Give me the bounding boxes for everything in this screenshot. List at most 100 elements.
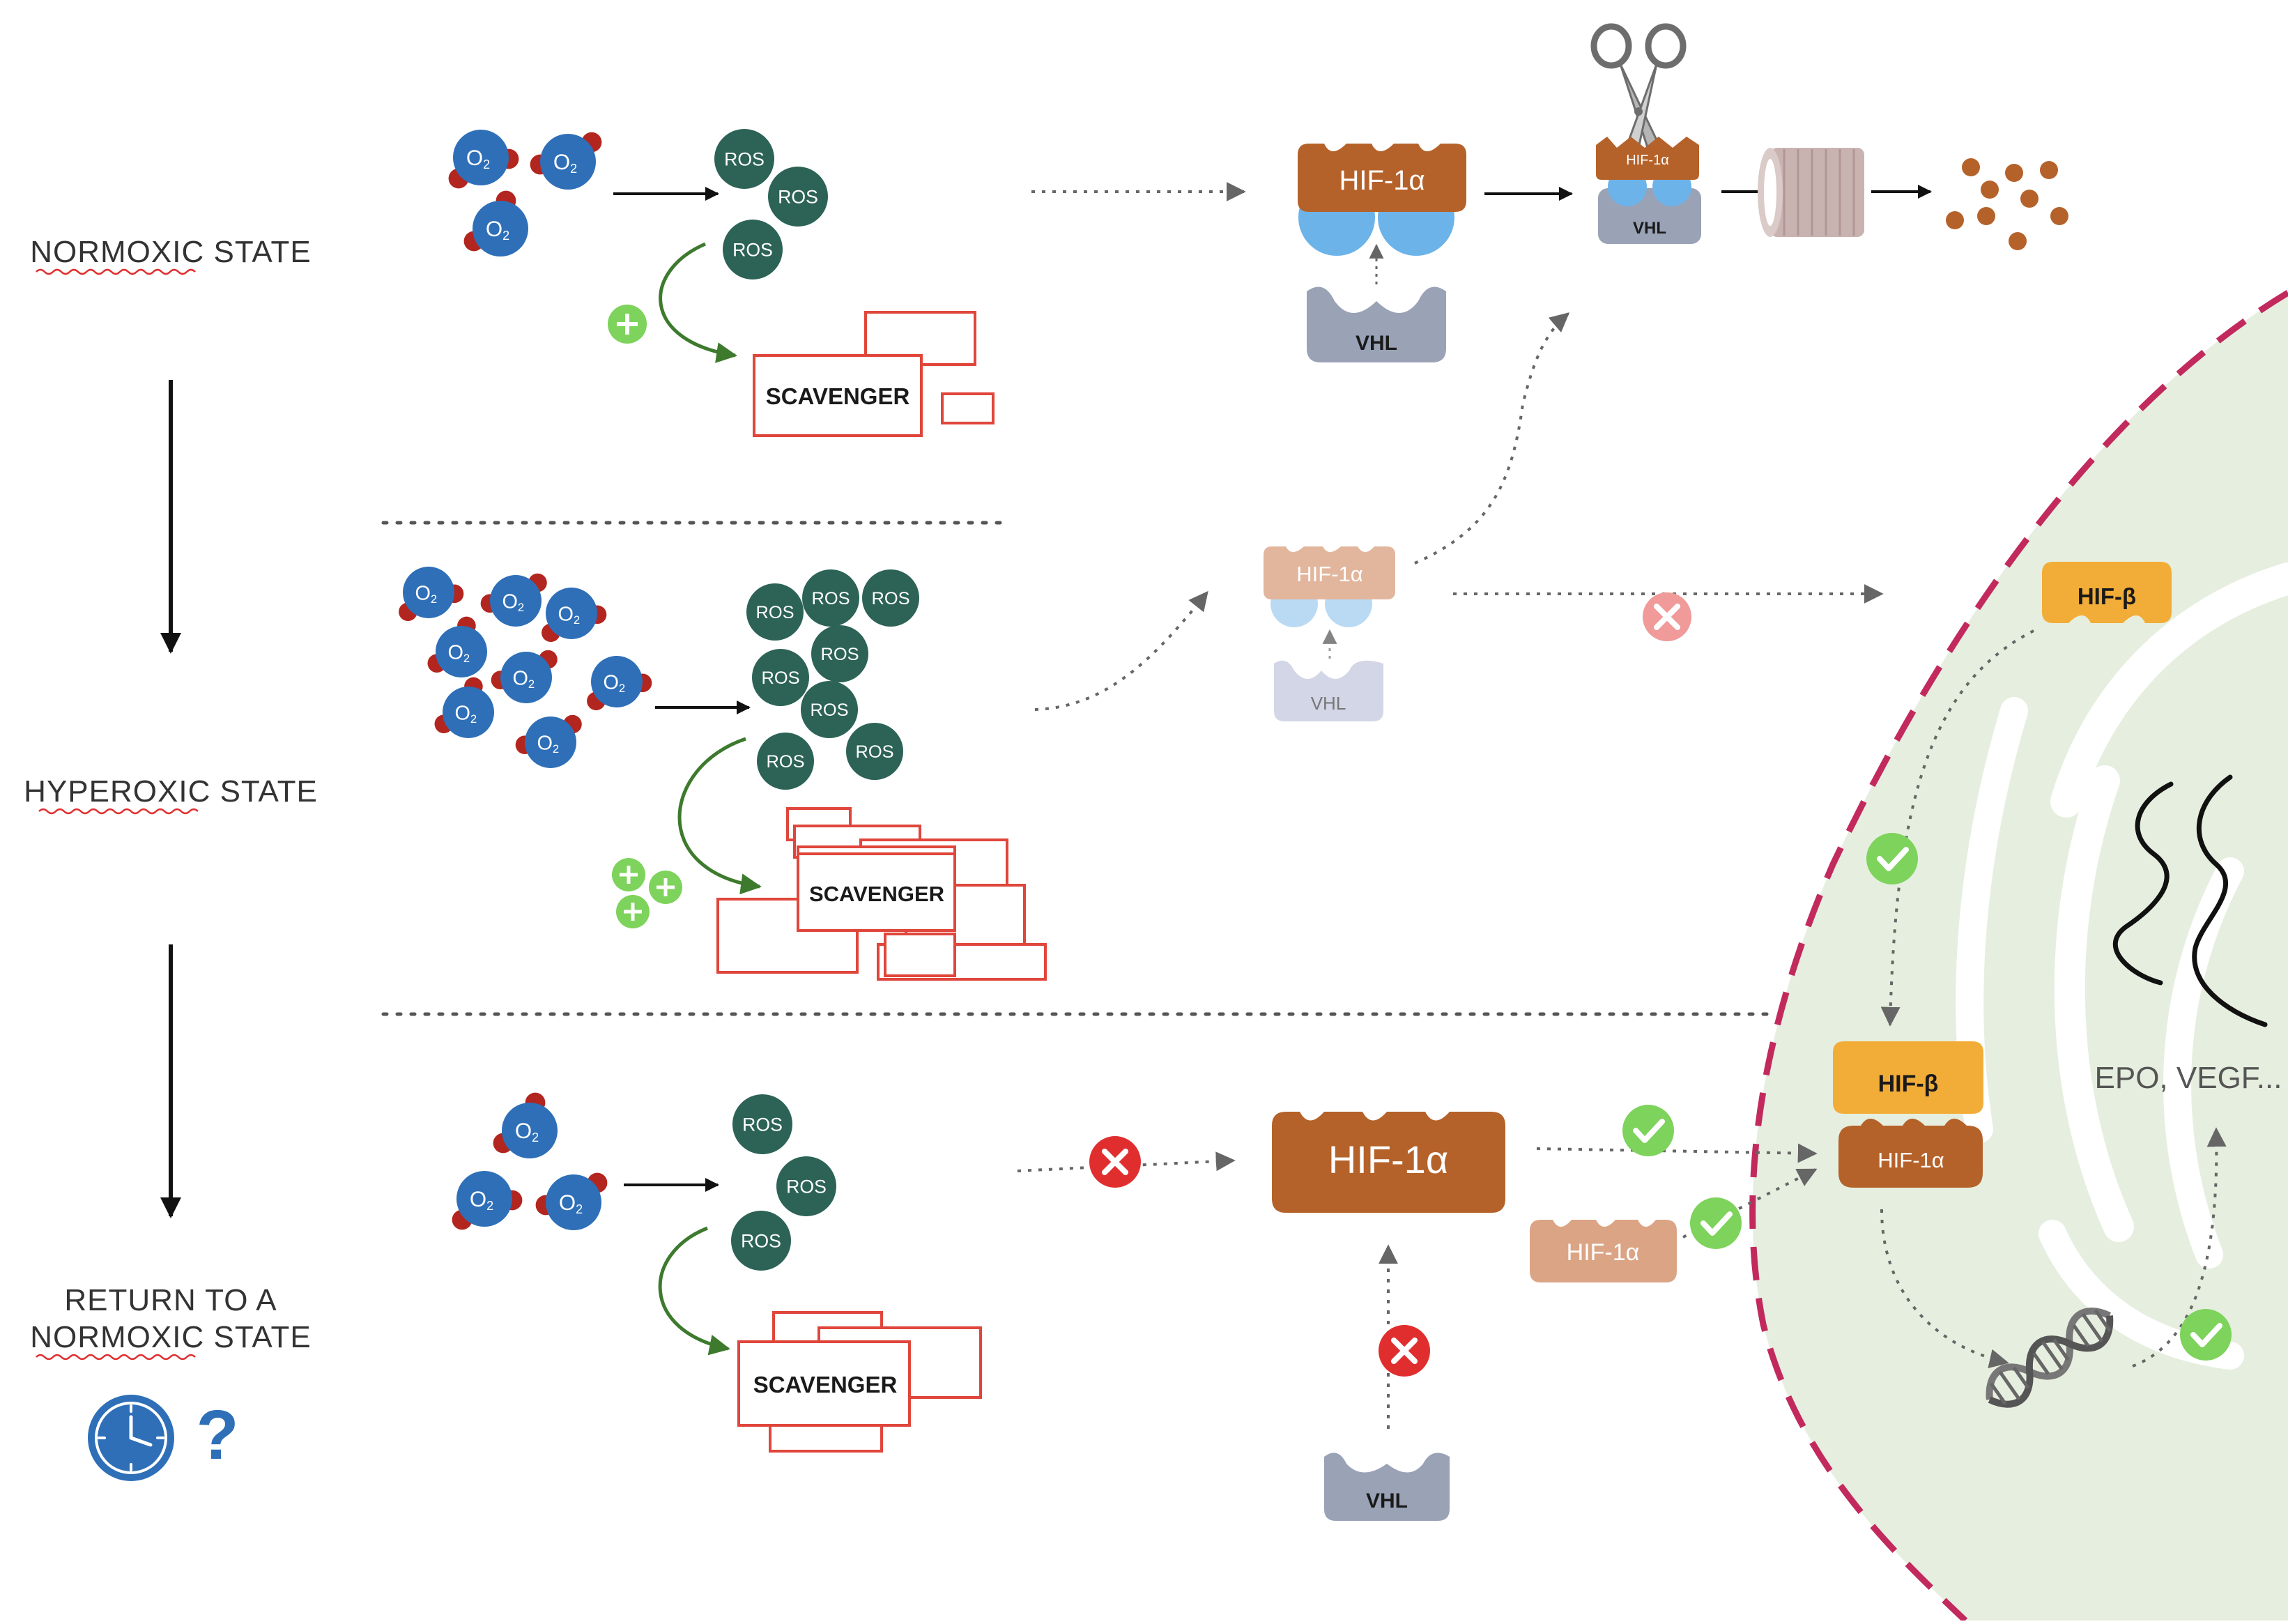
scavenger-return (737, 1311, 982, 1453)
ros-molecule: ROS (802, 569, 859, 627)
ros-label: ROS (871, 589, 909, 608)
return-label-line1: RETURN TO A (64, 1283, 277, 1317)
cell-body (1752, 293, 2288, 1621)
dimer-hifb-label: HIF-β (1878, 1071, 1939, 1097)
scavenger-label: SCAVENGER (766, 383, 910, 409)
vhl-small-label: VHL (1633, 219, 1666, 238)
ros-molecule: ROS (714, 129, 774, 189)
target-genes-label: EPO, VEGF... (2095, 1061, 2282, 1095)
check-icon-hif-light (1690, 1197, 1742, 1249)
vhl-faded-label: VHL (1311, 693, 1346, 714)
mrna-squiggles (2112, 774, 2268, 1027)
hif1a-stabilized: HIF-1α (1272, 1112, 1505, 1213)
ros-molecule: ROS (732, 1094, 792, 1154)
clock-icon (88, 1395, 174, 1481)
ros-label: ROS (855, 742, 893, 762)
hif1a-light-label: HIF-1α (1567, 1239, 1640, 1266)
hyperoxic-spellcheck-underline (38, 808, 199, 815)
ros-label: ROS (778, 186, 818, 207)
ros-molecule: ROS (731, 1211, 791, 1271)
normoxic-spellcheck-underline (36, 268, 196, 275)
ubiquitinated-complex: VHL HIF-1α (1596, 137, 1701, 244)
hif-to-dimer-arrow-2 (1682, 1168, 1818, 1239)
hif1a-light-protein: HIF-1α (1530, 1220, 1677, 1282)
ros-molecule: ROS (768, 167, 828, 227)
ros-group-return: ROS ROS ROS (731, 1094, 836, 1271)
o2-molecule: O2 (480, 573, 547, 627)
ros-label: ROS (786, 1176, 827, 1197)
o2-molecule: O2 (515, 714, 582, 768)
dimer-hif1a-label: HIF-1α (1878, 1148, 1944, 1172)
vhl-free: VHL (1324, 1453, 1450, 1521)
o2-molecule: O2 (399, 567, 464, 622)
return-spellcheck-underline (36, 1354, 196, 1361)
o2-molecule: O2 (542, 588, 607, 643)
o2-molecule: O2 (452, 1171, 523, 1230)
ros-molecule: ROS (846, 723, 903, 780)
hif-dimer: HIF-β HIF-1α (1833, 1041, 1983, 1188)
vhl-label: VHL (1356, 332, 1397, 355)
dna-to-genes-dotted-arrow (2132, 1127, 2227, 1368)
o2-label: O2 (470, 1187, 493, 1213)
check-icon-hifb (1866, 833, 1918, 884)
scavenging-arrow-2 (677, 737, 762, 895)
hif-vhl-complex-hyperoxic: HIF-1α VHL (1264, 546, 1395, 721)
vhl-free-label: VHL (1366, 1489, 1408, 1512)
hif1a-small-label: HIF-1α (1626, 153, 1669, 168)
ros-label: ROS (732, 239, 773, 260)
o2-molecule: O2 (448, 130, 519, 189)
dimer-to-dna-dotted-arrow (1880, 1209, 2009, 1369)
ros-label: ROS (820, 645, 859, 664)
o2-molecule: O2 (587, 656, 652, 711)
plus-icon (608, 305, 647, 344)
ros-molecule: ROS (746, 583, 804, 641)
ros-molecule: ROS (801, 681, 858, 738)
scavenger-normoxic: SCAVENGER (753, 311, 995, 437)
o2-molecule: O2 (493, 1092, 558, 1158)
ros-label: ROS (811, 589, 850, 608)
question-mark: ? (196, 1396, 238, 1474)
o2-molecule: O2 (530, 132, 602, 190)
scavenger-label-3: SCAVENGER (753, 1372, 898, 1397)
ros-label: ROS (761, 668, 799, 688)
hif-beta-protein: HIF-β (2042, 562, 2172, 623)
o2-molecule: O2 (491, 650, 558, 703)
degraded-fragments (1946, 158, 2068, 250)
o2-molecule: O2 (463, 190, 528, 256)
ros-group-normoxic: ROS ROS ROS (714, 129, 828, 279)
ros-molecule: ROS (723, 220, 783, 279)
normoxic-label: NORMOXIC STATE (30, 235, 312, 269)
ros-molecule: ROS (757, 733, 814, 790)
hif-vhl-complex-normoxic: HIF-1α VHL (1298, 144, 1466, 362)
ros-molecule: ROS (811, 625, 868, 682)
o2-molecule: O2 (434, 677, 494, 738)
cross-icon-vhl (1379, 1325, 1430, 1377)
ros-to-hif-blocked-arrow (1017, 1151, 1236, 1172)
cell-membrane (1749, 290, 2288, 1623)
scavenger-label-2: SCAVENGER (809, 882, 944, 906)
ros-molecule: ROS (752, 649, 809, 706)
ros-label: ROS (741, 1230, 781, 1251)
o2-molecule: O2 (535, 1172, 608, 1230)
hyperoxic-label: HYPEROXIC STATE (24, 774, 318, 809)
hif-beta-label: HIF-β (2078, 583, 2136, 609)
return-label-line2: NORMOXIC STATE (30, 1320, 312, 1354)
ros-label: ROS (724, 148, 765, 169)
scavenging-arrow-3 (658, 1226, 730, 1356)
ros-label: ROS (755, 603, 794, 622)
ros-label: ROS (742, 1114, 783, 1135)
cross-icon-ros (1089, 1136, 1141, 1188)
scavenger-hyperoxic (716, 807, 1047, 981)
plus-icon-triple (612, 858, 682, 928)
proteasome-icon (1758, 148, 1864, 237)
ros-label: ROS (766, 752, 804, 772)
ros-molecule: ROS (862, 569, 919, 627)
hif1a-label: HIF-1α (1339, 165, 1425, 196)
hif1a-large-label: HIF-1α (1328, 1137, 1448, 1181)
ros-molecule: ROS (776, 1156, 836, 1216)
